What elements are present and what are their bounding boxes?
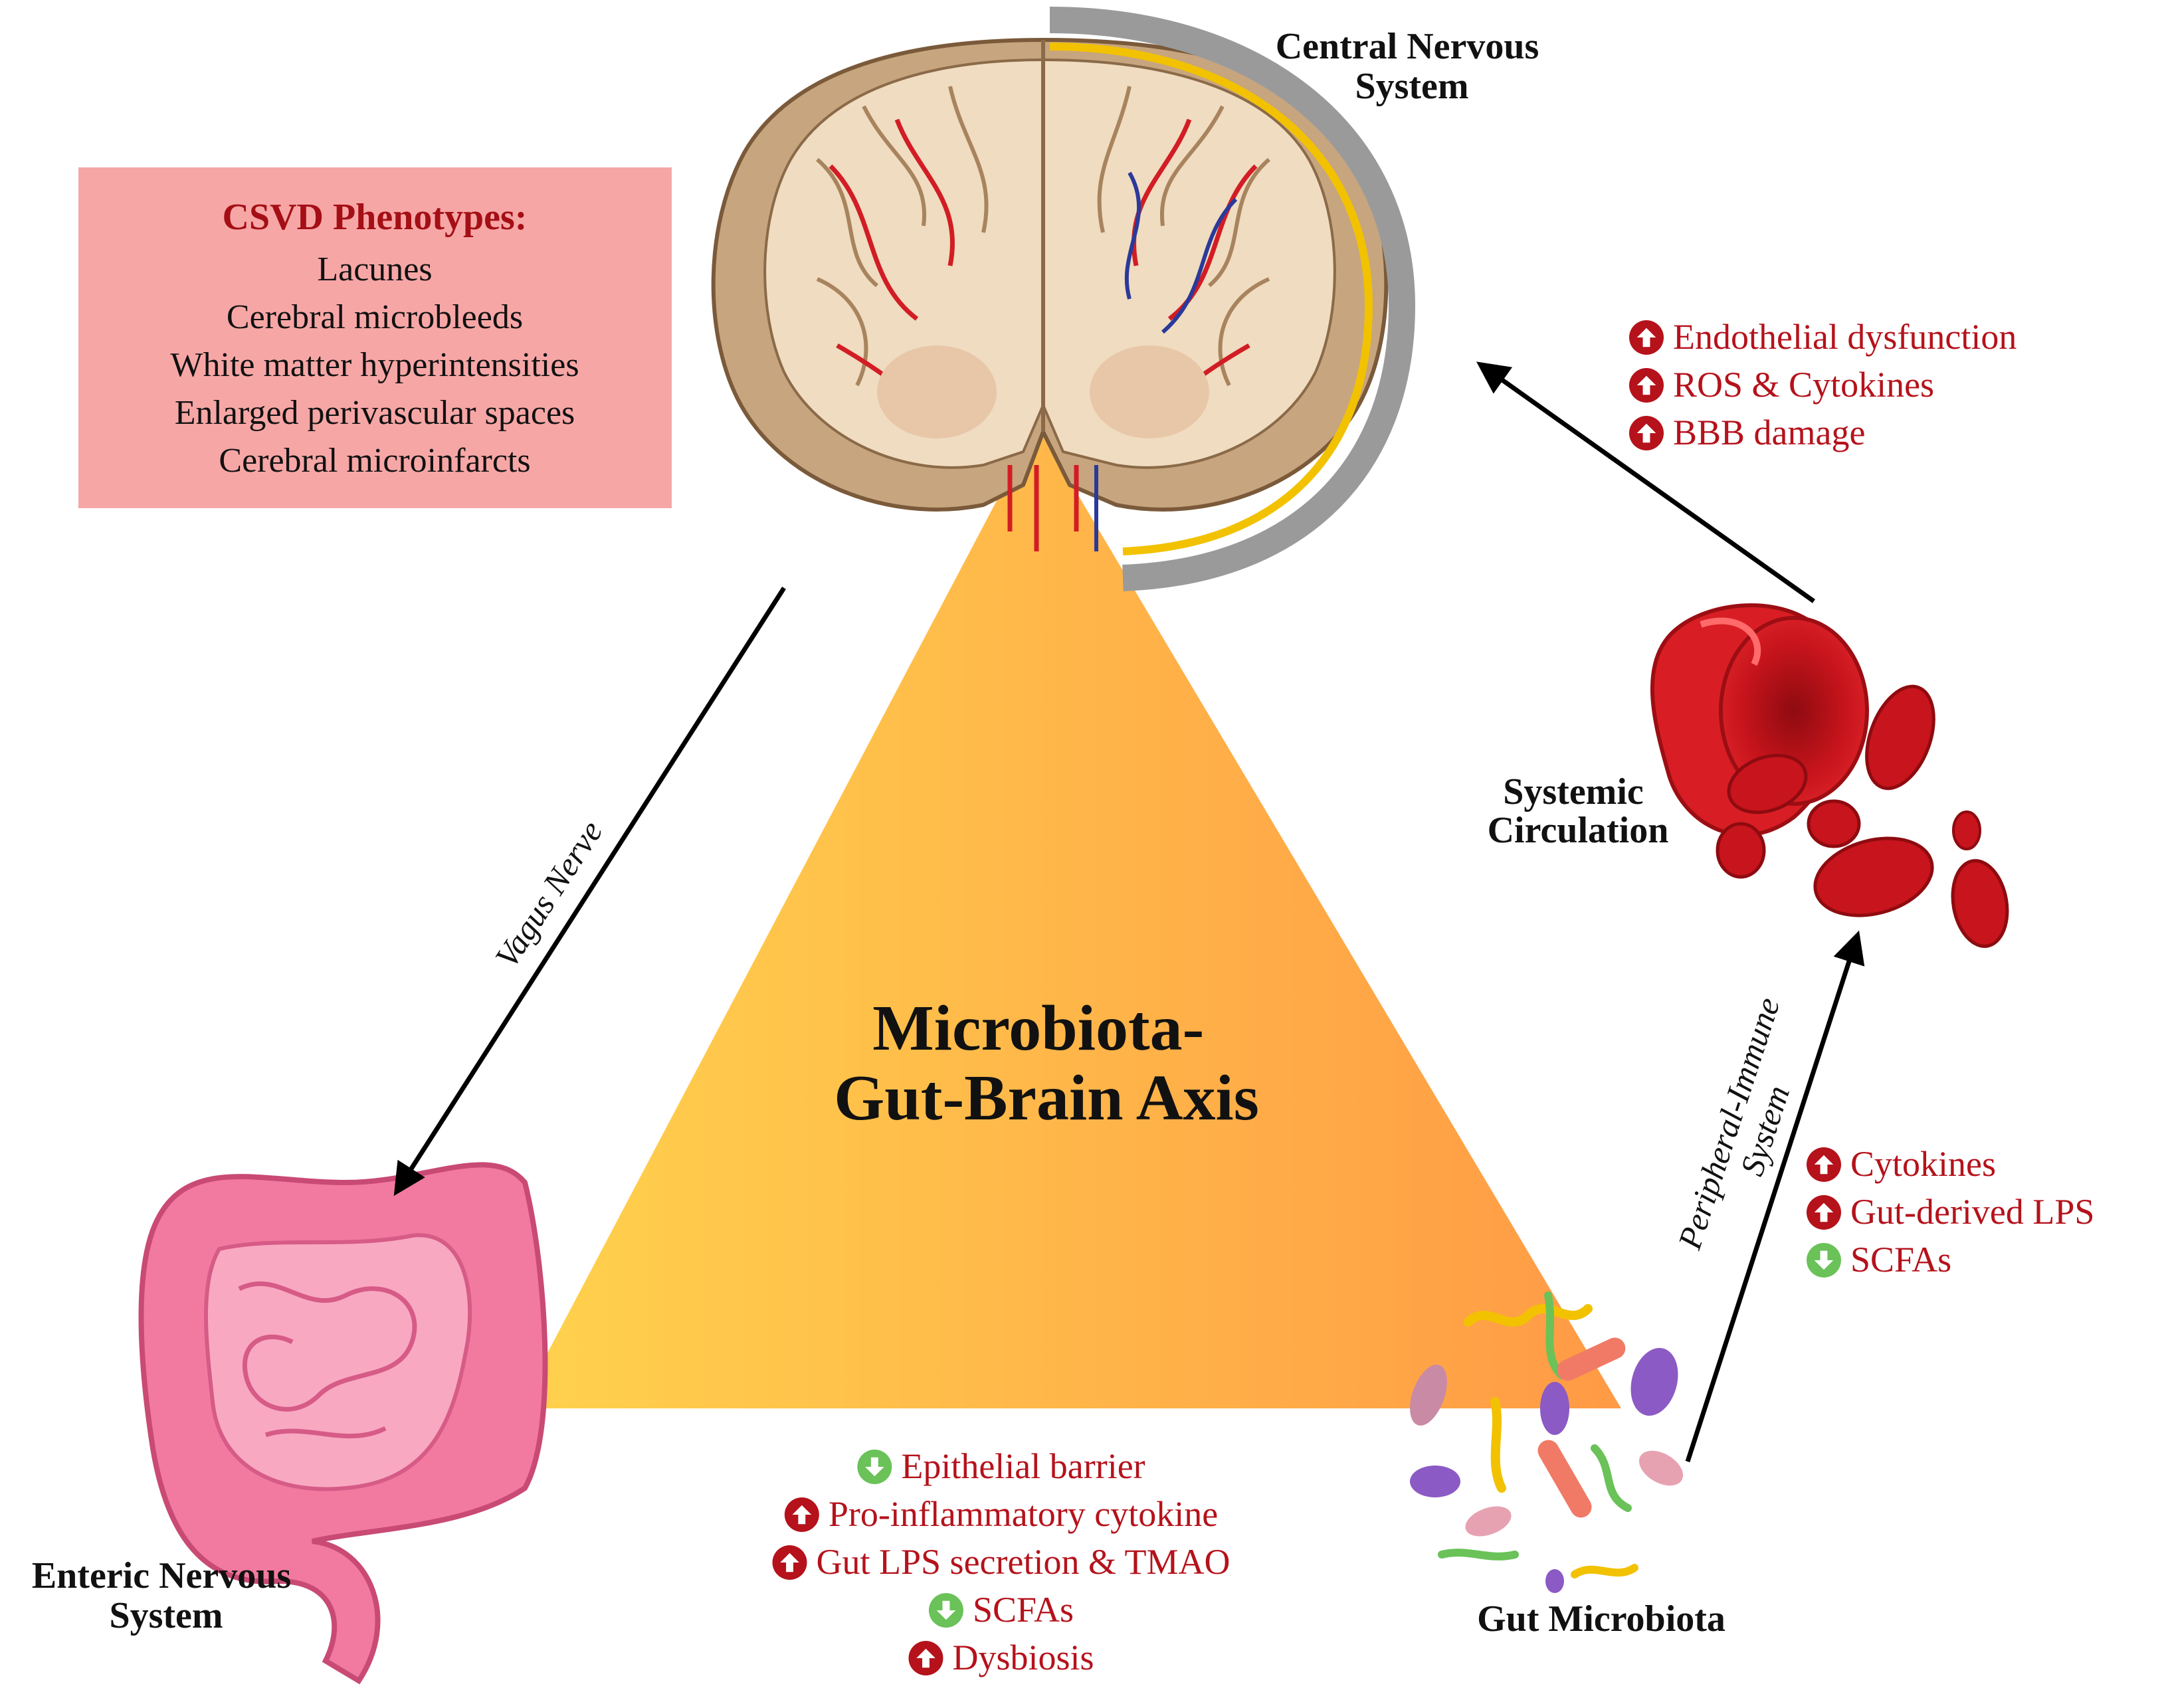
effect-item-text: Cytokines bbox=[1850, 1144, 1996, 1184]
axis-triangle bbox=[518, 425, 1621, 1408]
increase-arrow-icon bbox=[908, 1641, 943, 1675]
increase-arrow-icon bbox=[1629, 368, 1664, 403]
gut-microbiota-label: Gut Microbiota bbox=[1477, 1598, 1725, 1640]
increase-arrow-icon bbox=[1629, 320, 1664, 355]
increase-arrow-icon bbox=[1807, 1147, 1841, 1182]
cns-label-line-1: Central Nervous bbox=[1276, 26, 1539, 67]
cns-label: Central Nervous System bbox=[1276, 26, 1549, 107]
vagus-nerve-label: Vagus Nerve bbox=[488, 814, 610, 974]
effect-item-text: Gut-derived LPS bbox=[1850, 1192, 2094, 1232]
immune-to-circulation-arrow bbox=[1685, 930, 1865, 1463]
effect-item-text: SCFAs bbox=[973, 1590, 1074, 1630]
brain-illustration bbox=[711, 7, 1416, 591]
ens-label-line-1: Enteric Nervous bbox=[32, 1555, 291, 1596]
csvd-item: White matter hyperintensities bbox=[170, 346, 579, 384]
csvd-item: Enlarged perivascular spaces bbox=[175, 394, 575, 432]
effect-item-text: BBB damage bbox=[1673, 413, 1865, 452]
systemic-circulation-line-2: Circulation bbox=[1488, 810, 1669, 851]
intestine-illustration bbox=[138, 1162, 548, 1685]
cns-label-line-2: System bbox=[1355, 66, 1468, 107]
effect-item-text: Pro-inflammatory cytokine bbox=[829, 1494, 1218, 1534]
csvd-item: Cerebral microinfarcts bbox=[219, 442, 530, 480]
decrease-arrow-icon bbox=[928, 1593, 963, 1628]
axis-title-line-2: Gut-Brain Axis bbox=[834, 1062, 1259, 1134]
effect-item-text: Gut LPS secretion & TMAO bbox=[817, 1542, 1231, 1582]
decrease-arrow-icon bbox=[857, 1450, 892, 1484]
effect-item-text: Epithelial barrier bbox=[901, 1446, 1145, 1486]
increase-arrow-icon bbox=[784, 1497, 819, 1532]
bacteria-illustration bbox=[1410, 1291, 1684, 1593]
effect-item-text: ROS & Cytokines bbox=[1673, 365, 1934, 405]
axis-title-line-1: Microbiota- bbox=[872, 993, 1204, 1064]
circulation-to-cns-arrow bbox=[1476, 361, 1816, 603]
effect-item-text: Dysbiosis bbox=[952, 1638, 1094, 1677]
effect-item-text: SCFAs bbox=[1850, 1240, 1951, 1280]
axis-title: Microbiota- Gut-Brain Axis bbox=[834, 993, 1259, 1134]
increase-arrow-icon bbox=[1629, 416, 1664, 450]
csvd-item: Lacunes bbox=[317, 250, 432, 288]
csvd-box bbox=[78, 167, 672, 508]
ens-label: Enteric Nervous System bbox=[32, 1555, 300, 1636]
blood-vessel-illustration bbox=[1650, 603, 2009, 948]
csvd-title: CSVD Phenotypes: bbox=[223, 197, 528, 238]
vagus-nerve-arrow bbox=[393, 587, 786, 1196]
csvd-item: Cerebral microbleeds bbox=[227, 298, 523, 336]
peripheral-immune-label: Peripheral-Immune System bbox=[1670, 985, 1824, 1266]
ens-label-line-2: System bbox=[109, 1595, 223, 1636]
effect-item-text: Endothelial dysfunction bbox=[1673, 317, 2017, 357]
systemic-circulation-label: Systemic Circulation bbox=[1488, 771, 1669, 851]
increase-arrow-icon bbox=[1807, 1195, 1841, 1230]
systemic-circulation-line-1: Systemic bbox=[1503, 771, 1644, 812]
increase-arrow-icon bbox=[772, 1545, 807, 1580]
decrease-arrow-icon bbox=[1807, 1243, 1841, 1278]
